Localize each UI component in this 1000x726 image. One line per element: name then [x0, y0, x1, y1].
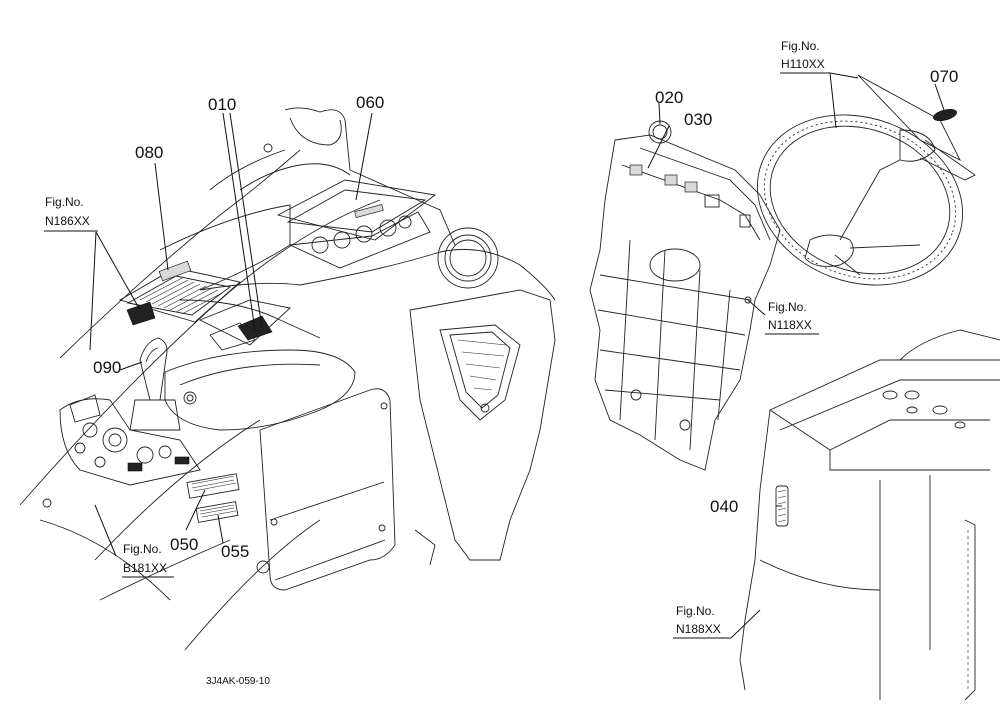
drawing-code: 3J4AK-059-10: [206, 676, 270, 687]
fig-ref-n118: Fig.No. N118XX: [765, 300, 819, 335]
fig-ref-b181-prefix: Fig.No.: [123, 542, 162, 556]
fig-ref-n186-number: N186XX: [45, 214, 90, 228]
column-cover-assembly: [589, 120, 781, 471]
part-label-090: 090: [93, 358, 121, 377]
fig-ref-b181-number: B181XX: [123, 561, 167, 575]
fig-ref-n118-prefix: Fig.No.: [768, 300, 807, 314]
fig-ref-b181: Fig.No. B181XX: [122, 542, 174, 578]
part-label-070: 070: [930, 67, 958, 86]
fig-ref-n186: Fig.No. N186XX: [44, 195, 98, 232]
part-label-050: 050: [170, 535, 198, 554]
part-label-030: 030: [684, 110, 712, 129]
fig-ref-n188-number: N188XX: [676, 622, 721, 636]
part-label-020: 020: [655, 88, 683, 107]
fig-ref-h110-prefix: Fig.No.: [781, 39, 820, 53]
part-label-040: 040: [710, 497, 738, 516]
fig-ref-n118-number: N118XX: [768, 318, 812, 332]
part-label-080: 080: [135, 143, 163, 162]
steering-wheel: [756, 74, 976, 286]
leader-lines: [89, 72, 945, 639]
part-label-055: 055: [221, 542, 249, 561]
storage-box-assembly: [739, 329, 1000, 701]
fig-ref-n188: Fig.No. N188XX: [673, 604, 731, 639]
part-label-060: 060: [356, 93, 384, 112]
part-label-010: 010: [208, 95, 236, 114]
fig-ref-h110-number: H110XX: [781, 57, 825, 71]
fig-ref-n186-prefix: Fig.No.: [45, 195, 84, 209]
fig-ref-n188-prefix: Fig.No.: [676, 604, 715, 618]
dashboard-assembly: [19, 107, 556, 651]
fig-ref-h110: Fig.No. H110XX: [780, 39, 830, 74]
